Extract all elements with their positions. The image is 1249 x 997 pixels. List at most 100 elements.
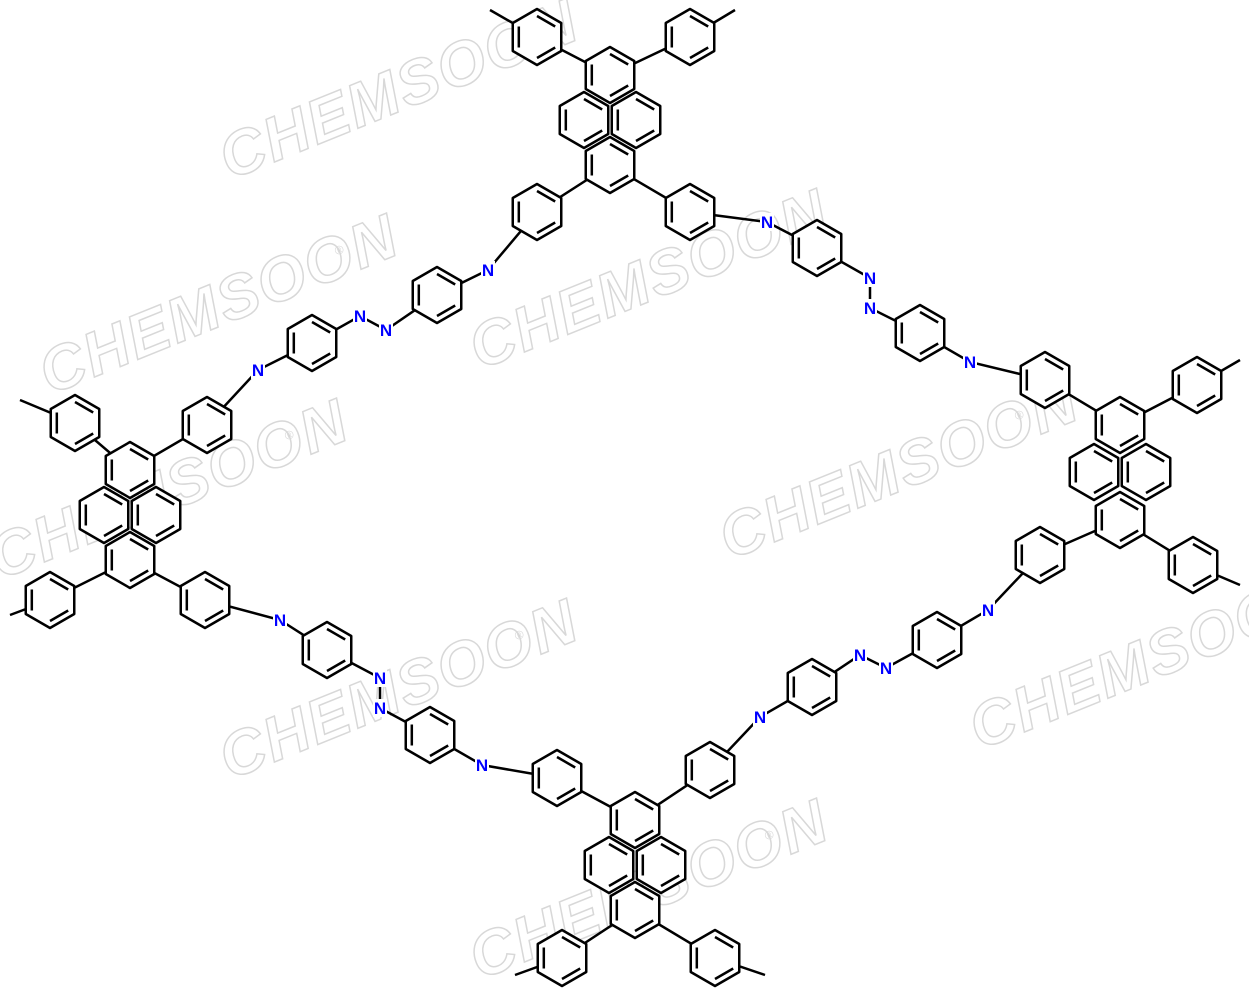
double-bond: [583, 129, 603, 143]
double-bond: [709, 779, 729, 793]
nitrogen-atom-label: N: [354, 307, 366, 326]
atom-label-background: [760, 213, 774, 231]
double-bond: [536, 46, 556, 60]
double-bond: [74, 400, 94, 414]
double-bond: [709, 747, 729, 761]
double-bond: [608, 874, 628, 888]
atom-label-background: [863, 299, 877, 317]
atom-label-background: [373, 669, 387, 687]
double-bond: [103, 524, 123, 538]
double-bond: [536, 14, 556, 28]
nitrogen-atom-label: N: [761, 213, 773, 232]
double-bond: [326, 659, 346, 673]
nitrogen-atom-label: N: [274, 611, 286, 630]
double-bond: [556, 787, 576, 801]
double-bond: [429, 744, 449, 758]
double-bond: [536, 189, 556, 203]
nitrogen-atom-label: N: [252, 361, 264, 380]
double-bond: [1093, 481, 1113, 495]
double-bond: [129, 479, 149, 493]
double-bond: [634, 887, 654, 901]
double-bond: [634, 829, 654, 843]
double-bond: [936, 649, 956, 663]
double-bond: [1196, 394, 1216, 408]
double-bond: [1044, 389, 1064, 403]
double-bond: [1044, 357, 1064, 371]
double-bond: [919, 310, 939, 324]
nitrogen-atom-label: N: [864, 269, 876, 288]
double-bond: [556, 755, 576, 769]
double-bond: [583, 97, 603, 111]
nitrogen-atom-label: N: [964, 353, 976, 372]
double-bond: [129, 447, 149, 461]
double-bond: [689, 189, 709, 203]
atom-label-background: [481, 261, 495, 279]
nitrogen-atom-label: N: [374, 669, 386, 688]
double-bond: [609, 52, 629, 66]
double-bond: [816, 257, 836, 271]
double-bond: [1039, 532, 1059, 546]
double-bond: [311, 352, 331, 366]
double-bond: [609, 84, 629, 98]
double-bond: [634, 797, 654, 811]
double-bond: [1145, 449, 1165, 463]
nitrogen-atom-label: N: [374, 699, 386, 718]
double-bond: [326, 627, 346, 641]
double-bond: [206, 434, 226, 448]
aromatic-rings: [24, 7, 1223, 988]
double-bond: [811, 696, 831, 710]
double-bond: [689, 221, 709, 235]
double-bond: [1119, 529, 1139, 543]
double-bond: [936, 617, 956, 631]
double-bond: [49, 577, 69, 591]
double-bond: [1039, 564, 1059, 578]
double-bond: [561, 935, 581, 949]
atom-label-background: [475, 756, 489, 774]
atom-label-background: [963, 353, 977, 371]
watermark-text: CHEMSOON: [29, 201, 408, 408]
nitrogen-atom-label: N: [380, 321, 392, 340]
double-bond: [608, 842, 628, 856]
double-bond: [129, 569, 149, 583]
nitrogen-atom-label: N: [476, 756, 488, 775]
double-bond: [74, 432, 94, 446]
double-bond: [714, 967, 734, 981]
double-bond: [103, 492, 123, 506]
double-bond: [311, 320, 331, 334]
double-bond: [436, 304, 456, 318]
atom-label-background: [853, 646, 867, 664]
double-bond: [1145, 481, 1165, 495]
atom-label-background: [863, 269, 877, 287]
double-bond: [204, 609, 224, 623]
atom-label-background: [353, 307, 367, 325]
double-bond: [1119, 497, 1139, 511]
nitrogen-atom-label: N: [754, 708, 766, 727]
double-bond: [1119, 434, 1139, 448]
double-bond: [635, 97, 655, 111]
nitrogen-atom-label: N: [982, 601, 994, 620]
double-bond: [1119, 402, 1139, 416]
double-bond: [634, 919, 654, 933]
double-bond: [609, 142, 629, 156]
double-bond: [49, 609, 69, 623]
double-bond: [436, 272, 456, 286]
double-bond: [660, 874, 680, 888]
atom-label-background: [981, 601, 995, 619]
atom-label-background: [379, 321, 393, 339]
double-bond: [714, 935, 734, 949]
nitrogen-atom-label: N: [482, 261, 494, 280]
double-bond: [816, 225, 836, 239]
double-bond: [635, 129, 655, 143]
double-bond: [155, 492, 175, 506]
nitrogen-atom-label: N: [880, 659, 892, 678]
double-bond: [1093, 449, 1113, 463]
double-bond: [811, 664, 831, 678]
nitrogen-atom-label: N: [854, 646, 866, 665]
double-bond: [536, 221, 556, 235]
double-bond: [155, 524, 175, 538]
atom-label-background: [373, 699, 387, 717]
double-bond: [206, 402, 226, 416]
